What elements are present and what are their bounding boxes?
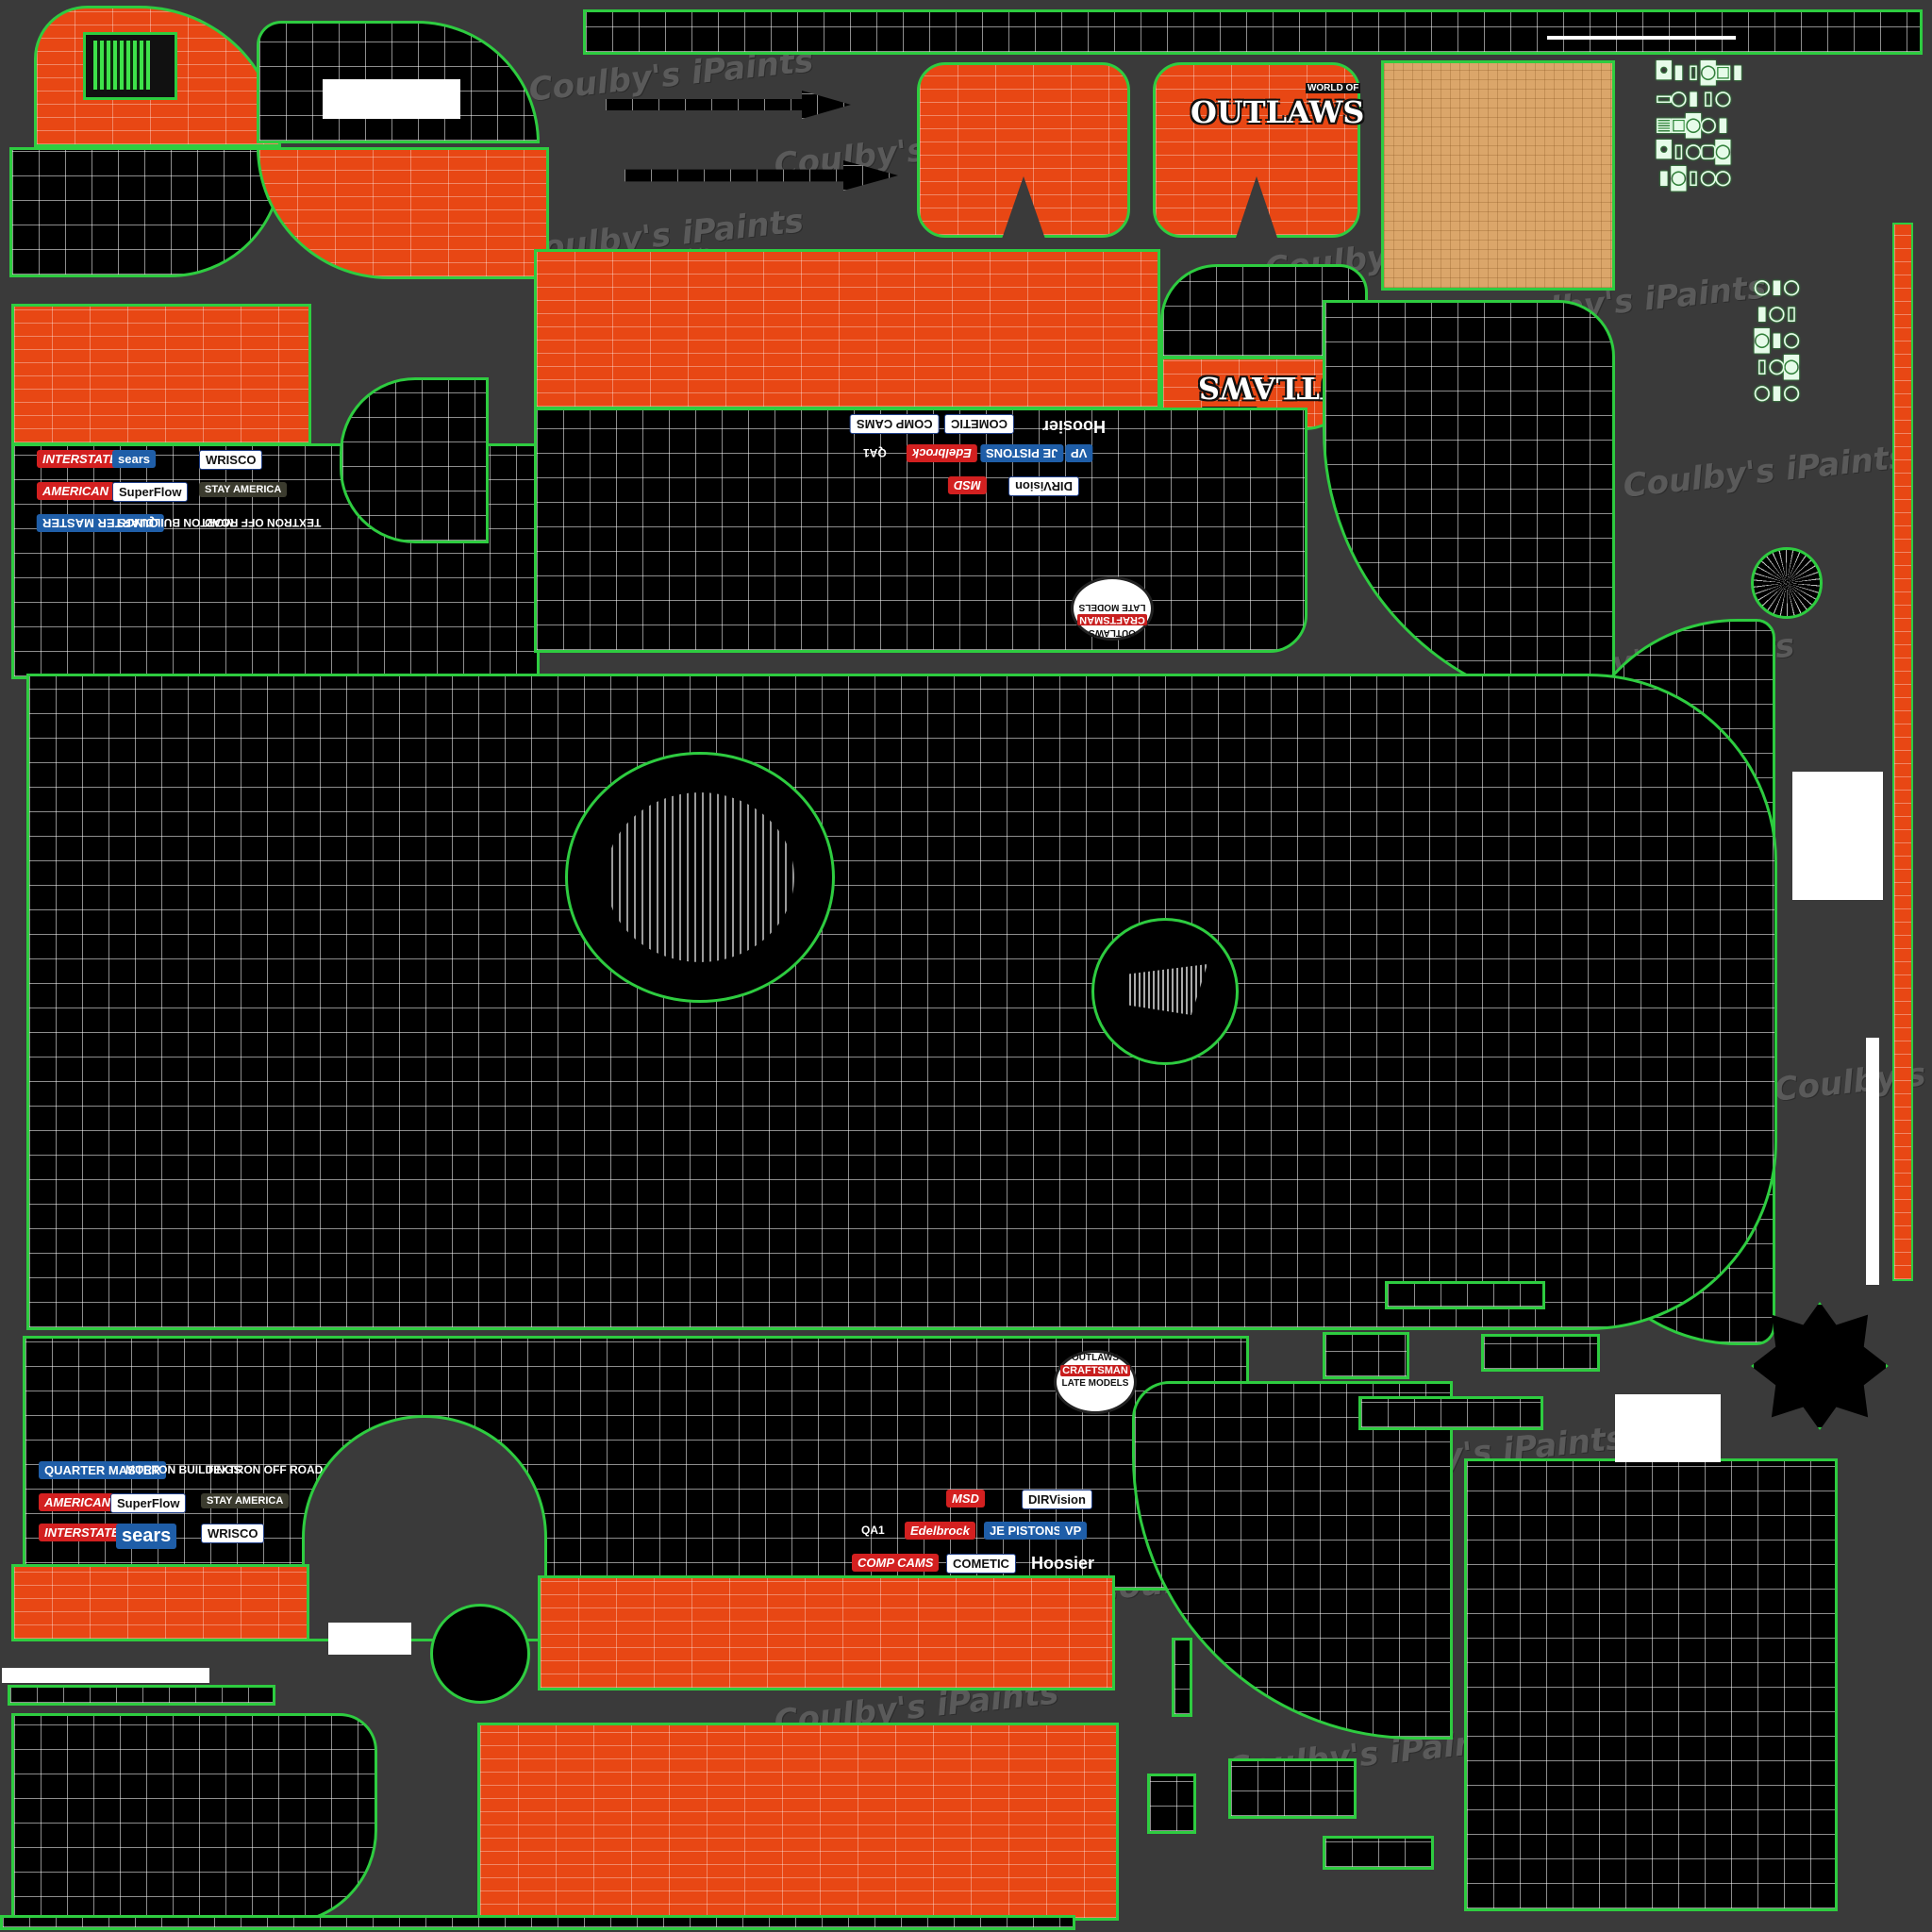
wheel-part [1751, 547, 1823, 619]
sponsor-decal: QA1 [861, 1524, 885, 1537]
top-strip-panel [583, 9, 1923, 55]
rear-bumper-panel [1464, 1458, 1838, 1911]
dash-panel [11, 1713, 377, 1924]
wood-texture-swatch [1381, 60, 1615, 291]
sponsor-decal: Edelbrock [905, 1522, 975, 1540]
small-strip [1172, 1638, 1192, 1717]
quarter-orange-top [534, 249, 1160, 409]
sponsor-decal: MORTON BUILDINGS [125, 1463, 242, 1476]
sponsor-decal: MSD [946, 1490, 985, 1507]
sponsor-decal: SuperFlow [110, 1493, 187, 1513]
sponsor-decal: STAY AMERICA [199, 482, 288, 497]
sponsor-decal: Hoosier [1031, 1554, 1095, 1573]
white-marker [1866, 1038, 1879, 1285]
sponsor-decal: COMETIC [946, 1554, 1016, 1574]
small-block [1323, 1332, 1409, 1379]
small-block [1481, 1334, 1600, 1372]
sponsor-decal: TEXTRON OFF ROAD [205, 516, 322, 529]
round-part [430, 1604, 530, 1704]
hood-scoop-detail [606, 792, 794, 962]
door-orange-top [11, 304, 311, 445]
wing-panel-right [1153, 62, 1360, 238]
sponsor-decal: VP [1059, 1522, 1088, 1540]
white-marker [1615, 1394, 1721, 1462]
arrow-panel [625, 160, 898, 191]
sponsor-decal: QUARTER MASTER [39, 1461, 166, 1479]
watermark: Coulby's iPaints [1621, 438, 1910, 506]
white-marker [1547, 36, 1736, 40]
right-orange-strip [1892, 223, 1913, 1281]
sponsor-decal: DIRVision [1008, 476, 1079, 496]
sponsor-decal: VP [1065, 444, 1093, 462]
sponsor-decal: COMP CAMS [852, 1554, 940, 1572]
bottom-strip [0, 1915, 1075, 1930]
rear-fender-panel [1132, 1381, 1453, 1740]
sponsor-decal: Edelbrock [907, 444, 977, 462]
sponsor-decal: COMP CAMS [850, 414, 940, 434]
sponsor-decal: QA1 [863, 446, 887, 459]
sponsor-decal: sears [112, 450, 156, 468]
sponsor-decal: JE PISTONS [980, 444, 1064, 462]
sponsor-decal: sears [116, 1524, 177, 1549]
roof-panel-black [9, 147, 283, 277]
small-parts-cluster: ◘▮▯◙▣▮▭◯▮▯◯▤▣◙◯▮◘▯◯▢◙▮◙▯◯◯ [1657, 58, 1745, 192]
small-strip [1323, 1836, 1434, 1870]
sponsor-decal: INTERSTATE [37, 450, 124, 468]
sponsor-decal: WRISCO [201, 1524, 265, 1543]
side-orange-panel [257, 147, 549, 279]
star-part [1751, 1302, 1889, 1430]
sponsor-decal: JE PISTONS [984, 1522, 1068, 1540]
door-orange-bottom [11, 1564, 309, 1641]
small-strip [1358, 1396, 1543, 1430]
bottom-orange-panel [477, 1723, 1119, 1921]
fuel-cap-circle [1091, 918, 1239, 1065]
main-body-panel [26, 674, 1777, 1330]
sponsor-decal: DIRVision [1022, 1490, 1092, 1509]
sponsor-decal: AMERICAN [37, 482, 115, 500]
sponsor-decal: SuperFlow [112, 482, 189, 502]
lower-wheel-well [302, 1415, 547, 1641]
nose-curve-panel [1323, 300, 1615, 713]
quarter-black-top: COMP CAMS COMETIC Hoosier QA1 Edelbrock … [534, 408, 1307, 653]
white-marker [2, 1668, 209, 1683]
white-marker [323, 79, 460, 119]
sponsor-decal: Hoosier [1042, 417, 1107, 436]
sponsor-decal: INTERSTATE [39, 1524, 125, 1541]
hood-scoop [565, 752, 835, 1003]
fuel-cap-detail [1126, 964, 1208, 1015]
sponsor-decal: COMETIC [944, 414, 1014, 434]
wing-panel-left [917, 62, 1130, 238]
sponsor-decal: WRISCO [199, 450, 263, 470]
small-block [1228, 1758, 1357, 1819]
white-marker [1792, 772, 1883, 900]
small-block [1147, 1774, 1196, 1834]
window-decal-area [83, 32, 177, 100]
small-strip [1385, 1281, 1545, 1309]
white-marker [328, 1623, 411, 1655]
sponsor-decal: TEXTRON OFF ROAD [207, 1463, 324, 1476]
small-strip [8, 1685, 275, 1706]
green-decal [93, 41, 150, 90]
sponsor-decal: MSD [948, 476, 987, 494]
small-parts-cluster: ◯▮◯▮◯▯◙▮◯▯◯◙◯▮◯ [1755, 273, 1799, 407]
sponsor-decal: STAY AMERICA [201, 1493, 290, 1508]
sponsor-decal: AMERICAN [39, 1493, 117, 1511]
wheel-well-cutout [340, 377, 489, 543]
quarter-orange-bottom [538, 1575, 1115, 1690]
